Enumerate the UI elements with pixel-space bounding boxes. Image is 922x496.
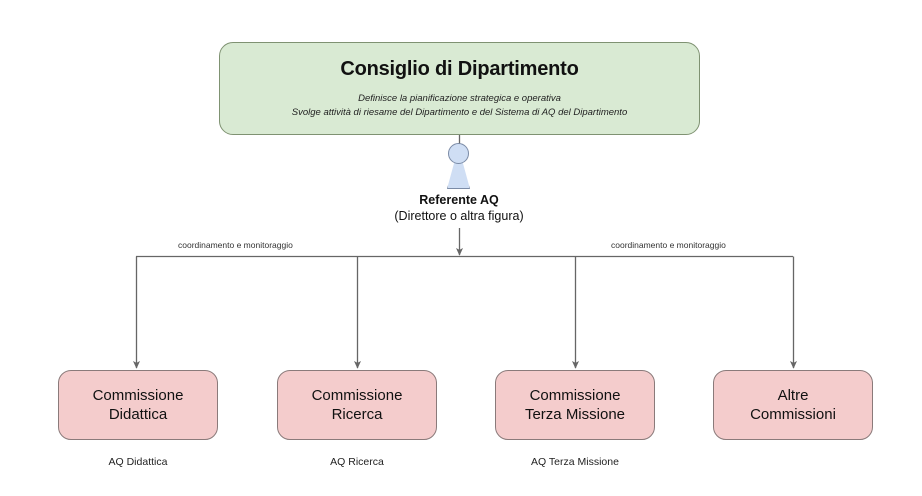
commission-label-line-1: Commissione	[311, 386, 403, 404]
commission-caption: AQ Didattica	[108, 456, 168, 468]
commission-label-line-1: Commissione	[529, 386, 621, 404]
edge-label-left: coordinamento e monitoraggio	[178, 240, 293, 250]
actor-head-icon	[448, 143, 469, 164]
actor-role: (Direttore o altra figura)	[394, 209, 524, 223]
commission-label-line-2: Commissioni	[750, 406, 836, 423]
commission-label-line-1: Altre	[777, 386, 809, 404]
edge-label-right: coordinamento e monitoraggio	[611, 240, 726, 250]
commission-caption: AQ Terza Missione	[531, 456, 619, 468]
node-subtitle-line-1: Definisce la pianificazione strategica e…	[358, 93, 561, 104]
node-title: Consiglio di Dipartimento	[340, 58, 579, 80]
node-consiglio-di-dipartimento: Consiglio di Dipartimento Definisce la p…	[219, 42, 700, 135]
node-subtitle-line-2: Svolge attività di riesame del Dipartime…	[291, 106, 628, 118]
actor-name: Referente AQ	[419, 193, 499, 207]
commission-caption: AQ Ricerca	[330, 456, 384, 468]
commission-label-line-1: Commissione	[92, 386, 184, 404]
commission-label-line-2: Terza Missione	[524, 406, 626, 423]
node-subtitle: Definisce la pianificazione strategica e…	[292, 92, 627, 120]
person-actor-icon	[443, 143, 476, 191]
commission-label-line-2: Didattica	[108, 406, 168, 423]
actor-label-group: Referente AQ (Direttore o altra figura)	[339, 193, 579, 223]
commission-label-line-2: Ricerca	[331, 406, 383, 423]
